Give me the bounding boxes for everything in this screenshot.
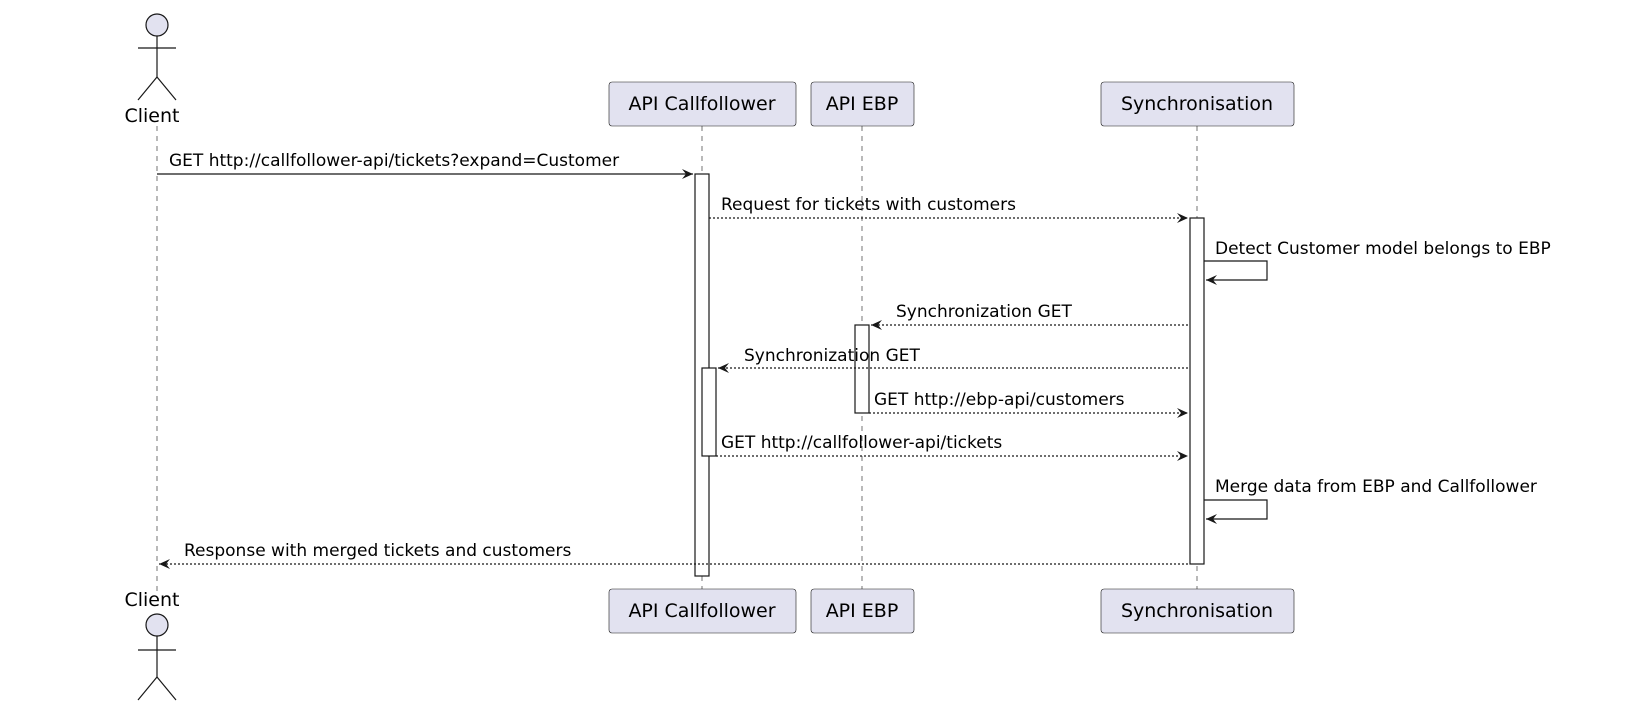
actor-client-bottom: Client: [124, 589, 180, 701]
message-detect-customer-model: Detect Customer model belongs to EBP: [1204, 239, 1551, 285]
message-label: GET http://callfollower-api/tickets?expa…: [169, 151, 619, 171]
participant-api-ebp-bottom: API EBP: [810, 588, 915, 634]
participant-api-ebp-label-bottom: API EBP: [826, 600, 899, 622]
message-request-tickets-customers: Request for tickets with customers: [709, 195, 1188, 223]
message-synchronization-get-ebp: Synchronization GET: [871, 302, 1188, 330]
actor-head-icon: [145, 613, 169, 637]
participant-api-callfollower-label: API Callfollower: [628, 93, 775, 115]
activation-synchronisation: [1189, 217, 1205, 565]
message-response-merged: Response with merged tickets and custome…: [159, 541, 1188, 569]
actor-head-icon: [145, 13, 169, 37]
message-label: GET http://callfollower-api/tickets: [721, 433, 1002, 453]
actor-client-label-bottom: Client: [124, 589, 179, 611]
participant-api-ebp-label: API EBP: [826, 93, 899, 115]
message-label: Merge data from EBP and Callfollower: [1215, 477, 1537, 497]
message-label: GET http://ebp-api/customers: [874, 390, 1125, 410]
activation-ebp-sync: [854, 324, 870, 414]
participant-synchronisation-label: Synchronisation: [1121, 93, 1273, 115]
message-get-callfollower-tickets: GET http://callfollower-api/tickets: [716, 433, 1188, 461]
participant-synchronisation-bottom: Synchronisation: [1100, 588, 1295, 634]
message-label: Request for tickets with customers: [721, 195, 1016, 215]
actor-client-label-top: Client: [124, 105, 179, 127]
participant-api-callfollower-label-bottom: API Callfollower: [628, 600, 775, 622]
message-get-tickets-expand: GET http://callfollower-api/tickets?expa…: [157, 151, 693, 179]
actor-client-top: Client: [124, 13, 180, 127]
message-get-ebp-customers: GET http://ebp-api/customers: [869, 390, 1188, 418]
participant-synchronisation-top: Synchronisation: [1100, 81, 1295, 127]
participant-api-ebp-top: API EBP: [810, 81, 915, 127]
message-merge-data: Merge data from EBP and Callfollower: [1204, 477, 1537, 524]
message-synchronization-get-callfollower: Synchronization GET: [718, 346, 1188, 373]
message-label: Detect Customer model belongs to EBP: [1215, 239, 1551, 259]
participant-api-callfollower-bottom: API Callfollower: [608, 588, 797, 634]
activation-callfollower-sync: [701, 367, 717, 457]
message-label: Synchronization GET: [896, 302, 1072, 322]
message-label: Response with merged tickets and custome…: [184, 541, 571, 561]
participant-synchronisation-label-bottom: Synchronisation: [1121, 600, 1273, 622]
message-label: Synchronization GET: [744, 346, 920, 366]
participant-api-callfollower-top: API Callfollower: [608, 81, 797, 127]
